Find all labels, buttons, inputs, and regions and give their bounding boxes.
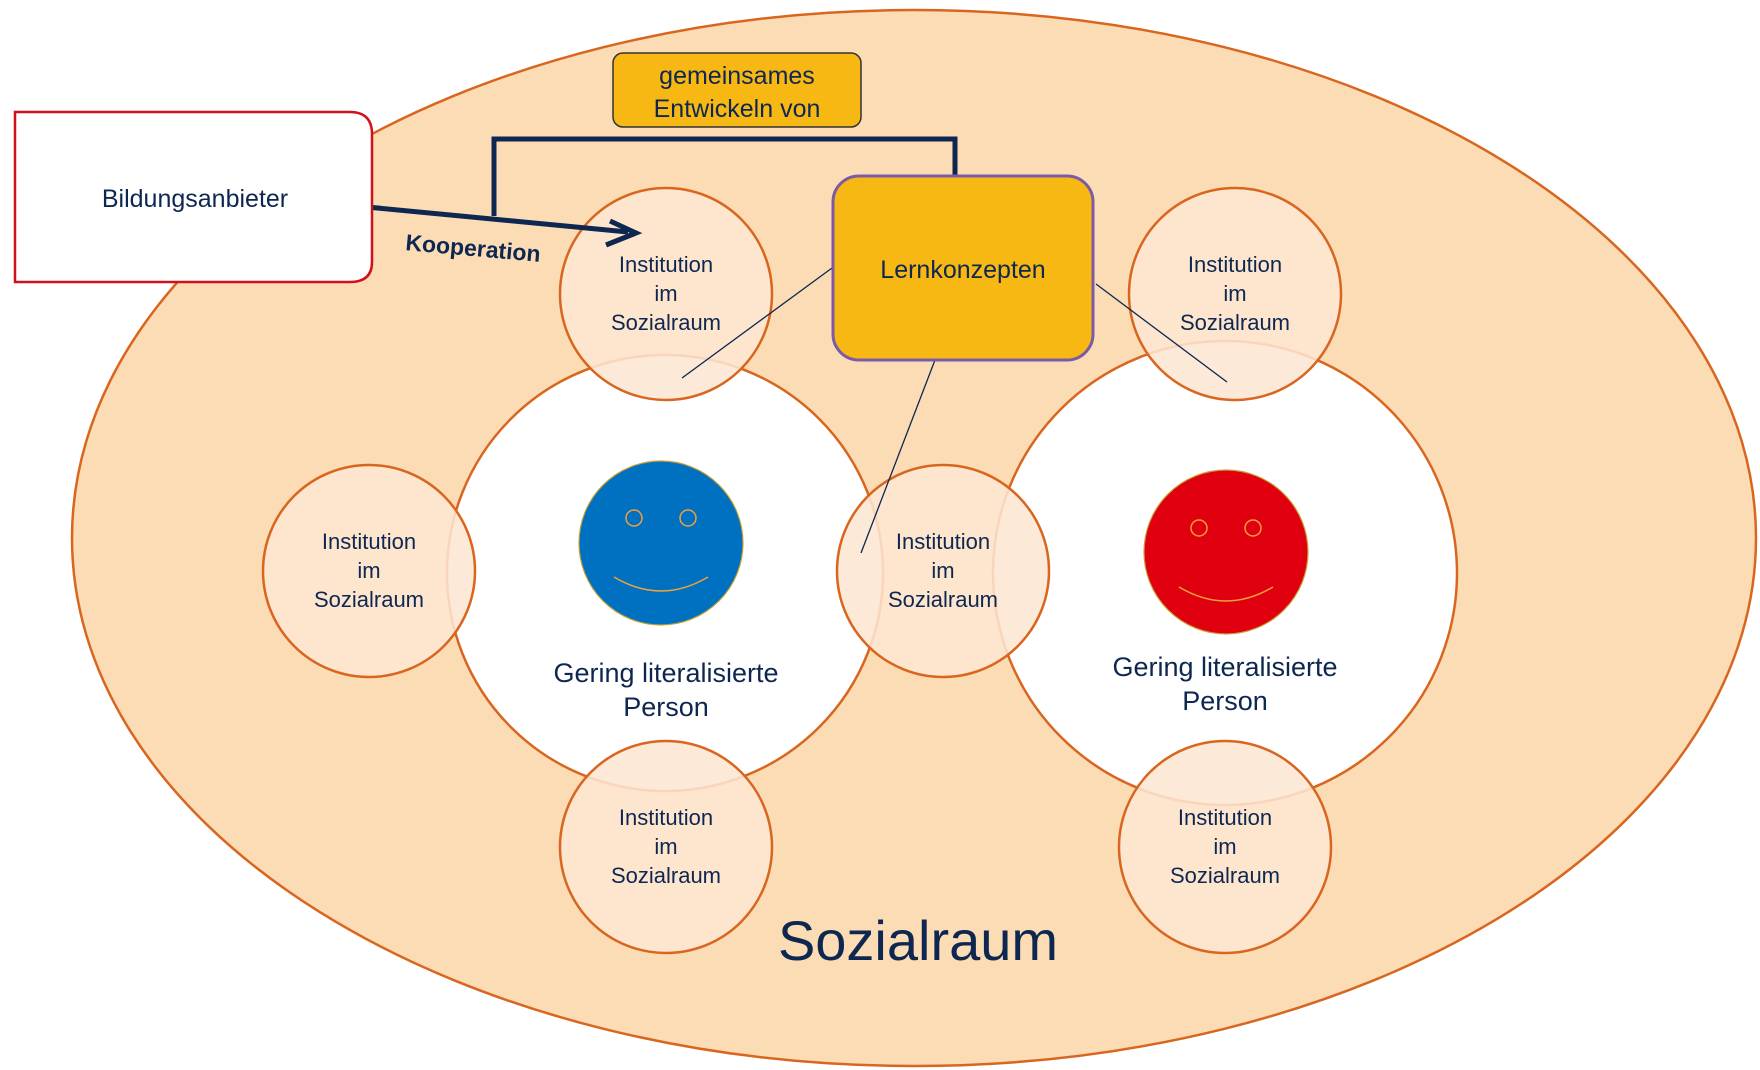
institution-label-line3: Sozialraum — [611, 863, 721, 888]
person-left-label-line2: Person — [623, 692, 709, 722]
person-left-label-line1: Gering literalisierte — [553, 658, 778, 688]
institution-label-bottom-left: Institution im Sozialraum — [611, 805, 721, 888]
institution-label-top-right: Institution im Sozialraum — [1180, 252, 1290, 335]
connector-line-left — [681, 267, 833, 379]
institution-label-line2: im — [931, 558, 954, 583]
connector-line-center — [860, 359, 936, 554]
institution-label-line2: im — [1223, 281, 1246, 306]
institution-label-line1: Institution — [1188, 252, 1282, 277]
institution-label-line2: im — [1213, 834, 1236, 859]
lernkonzepten-box — [831, 174, 1095, 362]
institution-label-line1: Institution — [1178, 805, 1272, 830]
institution-label-line1: Institution — [896, 529, 990, 554]
sozialraum-label: Sozialraum — [778, 909, 1058, 972]
institution-label-top-left: Institution im Sozialraum — [611, 252, 721, 335]
smiley-red-icon — [1143, 469, 1309, 635]
gemeinsames-box — [612, 52, 862, 128]
gemeinsames-label-line2: Entwickeln von — [654, 95, 821, 123]
institution-label-bottom-right: Institution im Sozialraum — [1170, 805, 1280, 888]
bildungsanbieter-box — [13, 110, 374, 284]
institution-label-line1: Institution — [619, 252, 713, 277]
institution-circle-center — [835, 463, 1051, 679]
institution-label-line2: im — [654, 281, 677, 306]
institution-label-line2: im — [357, 558, 380, 583]
smiley-blue-icon — [578, 460, 744, 626]
institution-circle-top-right — [1127, 186, 1343, 402]
institution-circle-bottom-right — [1117, 739, 1333, 955]
bildungsanbieter-label: Bildungsanbieter — [102, 185, 288, 213]
institution-label-line3: Sozialraum — [314, 587, 424, 612]
institution-label-line3: Sozialraum — [1180, 310, 1290, 335]
connector-line-right — [1095, 283, 1228, 383]
bracket-connector — [491, 136, 958, 216]
lernkonzepten-label: Lernkonzepten — [880, 256, 1045, 284]
institution-label-line1: Institution — [619, 805, 713, 830]
person-right-label-line1: Gering literalisierte — [1112, 652, 1337, 682]
gemeinsames-label-line1: gemeinsames — [659, 62, 815, 90]
institution-label-line1: Institution — [322, 529, 416, 554]
institution-label-left: Institution im Sozialraum — [314, 529, 424, 612]
institution-circle-left — [261, 463, 477, 679]
institution-label-line3: Sozialraum — [611, 310, 721, 335]
institution-label-center: Institution im Sozialraum — [888, 529, 998, 612]
institution-label-line3: Sozialraum — [1170, 863, 1280, 888]
institution-circle-bottom-left — [558, 739, 774, 955]
institution-label-line3: Sozialraum — [888, 587, 998, 612]
person-right-label-line2: Person — [1182, 686, 1268, 716]
institution-circles — [261, 186, 1343, 955]
institution-label-line2: im — [654, 834, 677, 859]
